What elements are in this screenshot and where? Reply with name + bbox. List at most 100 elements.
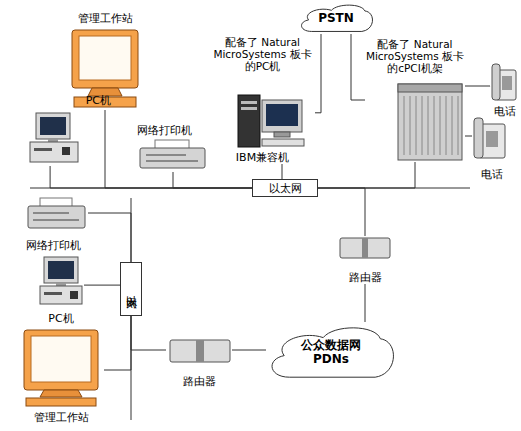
workstation-node: 管理工作站 <box>18 328 104 424</box>
node-label: 配备了 Natural MicroSystems 板卡的PC机 <box>210 36 315 72</box>
printer-slot <box>33 219 79 221</box>
drive-slot <box>241 101 257 104</box>
router-stripe <box>196 340 204 362</box>
connector <box>465 86 490 87</box>
keyboard <box>26 398 96 406</box>
printer-slot <box>33 212 69 214</box>
node-label: PC机 <box>38 312 84 325</box>
monitor-stand <box>274 132 290 137</box>
monitor-screen <box>40 117 66 135</box>
drive-slot <box>241 107 257 110</box>
node-label: 路由器 <box>166 375 232 388</box>
connector <box>465 136 472 137</box>
printer-body <box>140 148 205 168</box>
phone-handset <box>492 64 500 100</box>
router-node: 路由器 <box>338 236 392 284</box>
monitor-screen <box>266 104 298 126</box>
monitor-screen <box>31 336 91 382</box>
node-label: 以太网 <box>125 286 138 292</box>
keyboard <box>262 139 304 146</box>
phone-keypad <box>502 76 512 90</box>
node-label: PDNs <box>313 352 349 366</box>
monitor-screen <box>48 261 74 279</box>
phone-icon <box>474 118 505 158</box>
connector <box>104 316 131 370</box>
connector <box>282 164 283 179</box>
monitor-stand <box>40 390 82 397</box>
monitor-screen <box>79 36 131 80</box>
workstation-icon <box>24 330 98 406</box>
node-label: 管理工作站 <box>65 12 145 25</box>
rack-body <box>398 84 462 160</box>
rack-icon <box>398 84 462 160</box>
rack-top <box>398 84 462 92</box>
node-label: 网络打印机 <box>122 124 207 137</box>
router-icon <box>340 238 390 258</box>
workstation-icon <box>72 30 138 107</box>
connector <box>173 172 252 188</box>
network-cloud: PSTN <box>298 2 374 34</box>
monitor-frame <box>262 100 302 132</box>
phone-keypad <box>486 131 498 147</box>
connector <box>315 34 321 113</box>
node-label: IBM兼容机 <box>210 151 315 164</box>
printer-slot <box>146 160 198 162</box>
cloud-outline <box>272 328 393 377</box>
phone-node: 电话 <box>490 62 520 118</box>
node-label: PC机 <box>86 94 111 107</box>
cloud-outline <box>302 5 373 31</box>
monitor-frame <box>24 330 98 390</box>
router-stripe <box>362 238 368 258</box>
connector <box>88 213 131 262</box>
printer-icon <box>28 198 85 228</box>
connector <box>351 34 365 100</box>
printer-node: 网络打印机 <box>122 124 207 172</box>
connector <box>131 316 166 350</box>
node-label: 电话 <box>472 168 512 181</box>
node-label: 公众数据网 <box>301 338 361 352</box>
router-body <box>170 340 230 362</box>
rack-slots <box>404 96 458 155</box>
case-button <box>62 147 70 155</box>
printer-node: 网络打印机 <box>18 198 88 252</box>
connector <box>365 284 366 322</box>
node-label: 电话 <box>490 105 520 118</box>
connector <box>318 162 415 188</box>
tower-pc-icon <box>238 95 304 147</box>
desktop-case <box>30 142 78 162</box>
connector <box>232 350 266 351</box>
connector <box>318 188 365 236</box>
router-node: 路由器 <box>166 338 232 388</box>
node-label: 路由器 <box>338 271 392 284</box>
pc-node: PC机 <box>28 94 113 166</box>
connector <box>84 285 120 286</box>
node-label: PSTN <box>318 11 354 25</box>
drive-slot <box>34 148 52 151</box>
desktop-case <box>40 286 82 304</box>
server-pc-node: 配备了 Natural MicroSystems 板卡的PC机 IBM兼容机 <box>210 36 315 164</box>
connector <box>50 166 252 188</box>
ethernet-box: 以太网 <box>252 179 318 197</box>
ethernet-box: 以太网 <box>120 262 142 316</box>
pc-node: PC机 <box>38 255 84 325</box>
case-button <box>70 291 78 299</box>
tower-case <box>238 95 260 147</box>
monitor-frame <box>44 257 78 283</box>
pc-icon <box>30 113 78 162</box>
pc-icon <box>40 257 82 304</box>
monitor-frame <box>72 30 138 88</box>
node-label: 网络打印机 <box>18 239 88 252</box>
node-label: 配备了 Natural MicroSystems 板卡的cPCI机架 <box>365 38 465 74</box>
phone-handset <box>474 118 483 158</box>
monitor-frame <box>36 113 70 139</box>
node-label: 管理工作站 <box>18 411 104 424</box>
connector <box>105 110 252 188</box>
rack-node: 配备了 Natural MicroSystems 板卡的cPCI机架 <box>365 38 465 162</box>
router-icon <box>170 340 230 362</box>
phone-icon <box>492 64 516 100</box>
drive-slot <box>44 292 62 295</box>
printer-icon <box>140 140 205 168</box>
printer-slot <box>146 154 186 156</box>
router-body <box>340 238 390 258</box>
